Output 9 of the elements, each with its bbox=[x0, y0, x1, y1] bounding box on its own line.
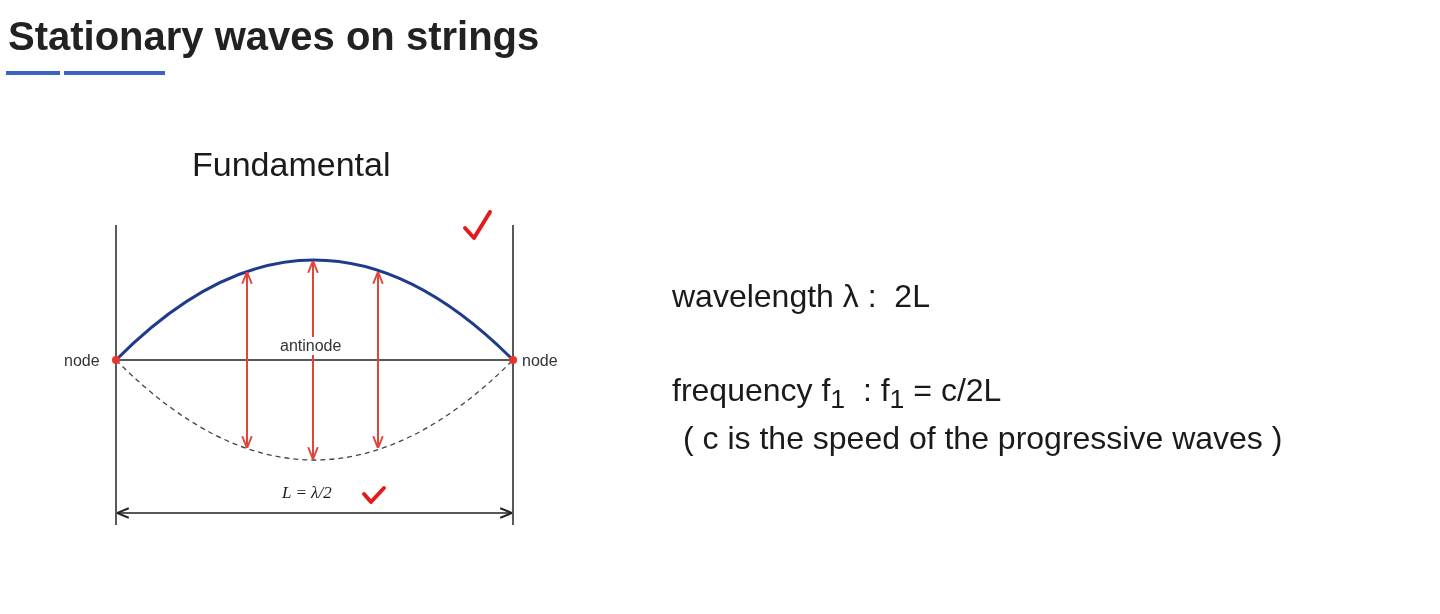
title: Stationary waves on strings bbox=[8, 14, 540, 58]
note-text: ( c is the speed of the progressive waves ) bbox=[683, 421, 1283, 457]
panel-heading: Fundamental bbox=[192, 146, 391, 184]
node-label: node bbox=[522, 352, 558, 370]
wavelength-text: wavelength λ : 2L bbox=[672, 279, 930, 315]
length-formula: L = λ/2 bbox=[282, 484, 332, 503]
antinode-label: antinode bbox=[278, 337, 344, 355]
node-label: node bbox=[64, 352, 100, 370]
frequency-text: frequency f$_{1}$ : f$_{1}$ = c/2L bbox=[672, 373, 1002, 415]
